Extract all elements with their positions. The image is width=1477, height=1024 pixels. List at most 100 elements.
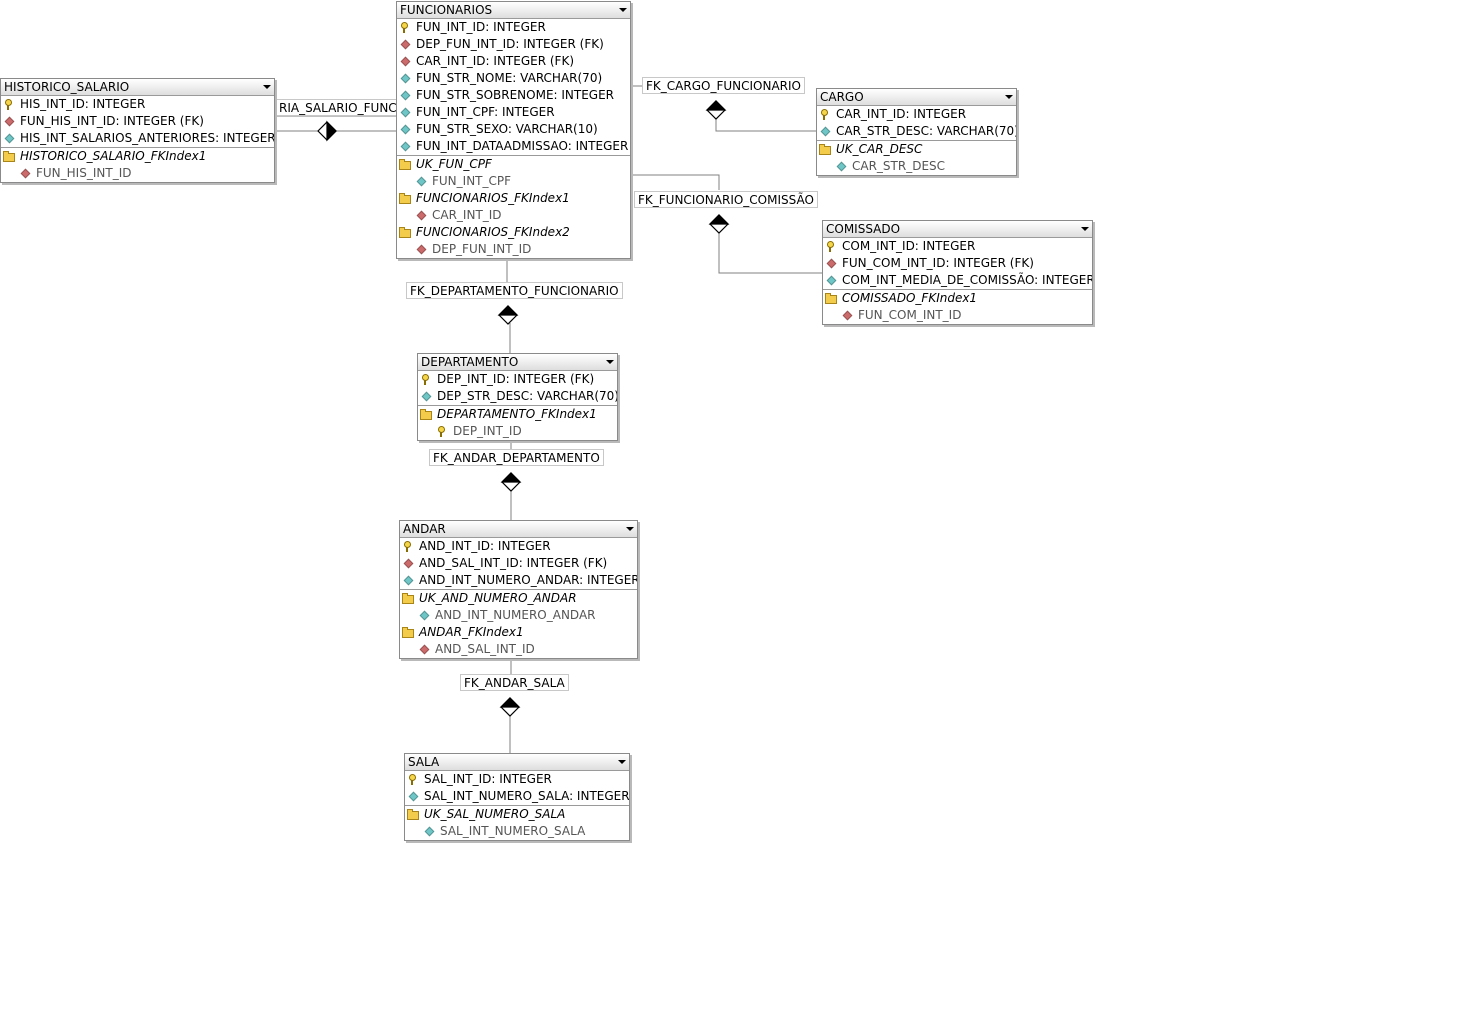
key-icon — [826, 238, 834, 253]
index-row[interactable]: UK_SAL_NUMERO_SALA — [405, 806, 629, 823]
index-column-row[interactable]: FUN_HIS_INT_ID — [1, 165, 274, 182]
column-row[interactable]: AND_INT_ID: INTEGER — [400, 538, 637, 555]
folder-icon — [818, 141, 834, 158]
table-historico-salario[interactable]: HISTORICO_SALARIO HIS_INT_ID: INTEGER FU… — [0, 78, 275, 183]
table-andar[interactable]: ANDAR AND_INT_ID: INTEGER AND_SAL_INT_ID… — [399, 520, 638, 659]
relationship-label-historia-salario[interactable]: RIA_SALARIO_FUNCIONARIO — [275, 99, 397, 116]
index-row[interactable]: UK_CAR_DESC — [817, 141, 1016, 158]
chevron-down-icon[interactable] — [263, 85, 271, 89]
table-header[interactable]: SALA — [405, 754, 629, 771]
chevron-down-icon[interactable] — [626, 527, 634, 531]
relationship-diamond-icon-departamento — [497, 305, 519, 325]
folder-icon — [406, 806, 422, 823]
fk-diamond-icon — [826, 255, 836, 272]
column-row[interactable]: CAR_STR_DESC: VARCHAR(70) — [817, 123, 1016, 140]
fk-diamond-icon — [416, 207, 426, 224]
index-column-row[interactable]: FUN_COM_INT_ID — [823, 307, 1092, 324]
column-row[interactable]: FUN_INT_CPF: INTEGER — [397, 104, 630, 121]
index-row[interactable]: HISTORICO_SALARIO_FKIndex1 — [1, 148, 274, 165]
chevron-down-icon[interactable] — [606, 360, 614, 364]
table-header[interactable]: COMISSADO — [823, 221, 1092, 238]
table-sala[interactable]: SALA SAL_INT_ID: INTEGER SAL_INT_NUMERO_… — [404, 753, 630, 841]
table-header[interactable]: HISTORICO_SALARIO — [1, 79, 274, 96]
column-diamond-icon — [400, 104, 410, 121]
column-row[interactable]: FUN_INT_ID: INTEGER — [397, 19, 630, 36]
column-row[interactable]: HIS_INT_ID: INTEGER — [1, 96, 274, 113]
column-row[interactable]: FUN_INT_DATAADMISSAO: INTEGER — [397, 138, 630, 155]
index-column-row[interactable]: AND_INT_NUMERO_ANDAR — [400, 607, 637, 624]
column-diamond-icon — [400, 87, 410, 104]
index-column-row[interactable]: DEP_INT_ID — [418, 423, 617, 440]
columns-section: AND_INT_ID: INTEGER AND_SAL_INT_ID: INTE… — [400, 538, 637, 590]
indexes-section: UK_AND_NUMERO_ANDAR AND_INT_NUMERO_ANDAR… — [400, 590, 637, 658]
relationship-label-andar-departamento[interactable]: FK_ANDAR_DEPARTAMENTO — [429, 449, 604, 466]
table-comissado[interactable]: COMISSADO COM_INT_ID: INTEGER FUN_COM_IN… — [822, 220, 1093, 325]
table-header[interactable]: FUNCIONARIOS — [397, 2, 630, 19]
chevron-down-icon[interactable] — [1081, 227, 1089, 231]
fk-diamond-icon — [842, 307, 852, 324]
relationship-diamond-icon-historico — [317, 120, 337, 142]
table-departamento[interactable]: DEPARTAMENTO DEP_INT_ID: INTEGER (FK) DE… — [417, 353, 618, 441]
column-row[interactable]: DEP_INT_ID: INTEGER (FK) — [418, 371, 617, 388]
relationship-diamond-icon-andar-departamento — [500, 472, 522, 492]
connector-funcionario-comissado — [631, 174, 720, 190]
column-diamond-icon — [403, 572, 413, 589]
index-column-row[interactable]: FUN_INT_CPF — [397, 173, 630, 190]
index-row[interactable]: COMISSADO_FKIndex1 — [823, 290, 1092, 307]
table-header[interactable]: DEPARTAMENTO — [418, 354, 617, 371]
column-diamond-icon — [421, 388, 431, 405]
column-row[interactable]: SAL_INT_ID: INTEGER — [405, 771, 629, 788]
index-column-row[interactable]: DEP_FUN_INT_ID — [397, 241, 630, 258]
index-column-row[interactable]: AND_SAL_INT_ID — [400, 641, 637, 658]
column-row[interactable]: AND_SAL_INT_ID: INTEGER (FK) — [400, 555, 637, 572]
column-row[interactable]: HIS_INT_SALARIOS_ANTERIORES: INTEGER — [1, 130, 274, 147]
key-icon — [403, 538, 411, 553]
columns-section: FUN_INT_ID: INTEGER DEP_FUN_INT_ID: INTE… — [397, 19, 630, 156]
table-funcionarios[interactable]: FUNCIONARIOS FUN_INT_ID: INTEGER DEP_FUN… — [396, 1, 631, 259]
index-column-row[interactable]: CAR_STR_DESC — [817, 158, 1016, 175]
index-column-row[interactable]: CAR_INT_ID — [397, 207, 630, 224]
chevron-down-icon[interactable] — [619, 8, 627, 12]
column-row[interactable]: FUN_STR_SOBRENOME: INTEGER — [397, 87, 630, 104]
column-row[interactable]: CAR_INT_ID: INTEGER — [817, 106, 1016, 123]
column-row[interactable]: FUN_STR_NOME: VARCHAR(70) — [397, 70, 630, 87]
folder-icon — [398, 224, 414, 241]
index-row[interactable]: DEPARTAMENTO_FKIndex1 — [418, 406, 617, 423]
relationship-label-departamento-funcionario[interactable]: FK_DEPARTAMENTO_FUNCIONARIO — [406, 282, 623, 299]
column-row[interactable]: FUN_HIS_INT_ID: INTEGER (FK) — [1, 113, 274, 130]
index-row[interactable]: ANDAR_FKIndex1 — [400, 624, 637, 641]
columns-section: SAL_INT_ID: INTEGER SAL_INT_NUMERO_SALA:… — [405, 771, 629, 806]
column-row[interactable]: SAL_INT_NUMERO_SALA: INTEGER — [405, 788, 629, 805]
index-row[interactable]: UK_FUN_CPF — [397, 156, 630, 173]
table-title: CARGO — [820, 90, 864, 104]
table-title: ANDAR — [403, 522, 446, 536]
key-icon — [437, 423, 445, 438]
index-row[interactable]: FUNCIONARIOS_FKIndex2 — [397, 224, 630, 241]
relationship-label-cargo-funcionario[interactable]: FK_CARGO_FUNCIONARIO — [642, 77, 805, 94]
column-row[interactable]: COM_INT_MEDIA_DE_COMISSÃO: INTEGER — [823, 272, 1092, 289]
column-row[interactable]: FUN_STR_SEXO: VARCHAR(10) — [397, 121, 630, 138]
fk-diamond-icon — [400, 53, 410, 70]
chevron-down-icon[interactable] — [1005, 95, 1013, 99]
table-header[interactable]: ANDAR — [400, 521, 637, 538]
table-header[interactable]: CARGO — [817, 89, 1016, 106]
column-row[interactable]: DEP_STR_DESC: VARCHAR(70) — [418, 388, 617, 405]
column-row[interactable]: COM_INT_ID: INTEGER — [823, 238, 1092, 255]
index-row[interactable]: FUNCIONARIOS_FKIndex1 — [397, 190, 630, 207]
fk-diamond-icon — [416, 241, 426, 258]
column-row[interactable]: FUN_COM_INT_ID: INTEGER (FK) — [823, 255, 1092, 272]
column-row[interactable]: AND_INT_NUMERO_ANDAR: INTEGER — [400, 572, 637, 589]
chevron-down-icon[interactable] — [618, 760, 626, 764]
indexes-section: HISTORICO_SALARIO_FKIndex1 FUN_HIS_INT_I… — [1, 148, 274, 182]
relationship-label-funcionario-comissao[interactable]: FK_FUNCIONARIO_COMISSÃO — [634, 191, 818, 208]
column-row[interactable]: CAR_INT_ID: INTEGER (FK) — [397, 53, 630, 70]
table-cargo[interactable]: CARGO CAR_INT_ID: INTEGER CAR_STR_DESC: … — [816, 88, 1017, 176]
key-icon — [820, 106, 828, 121]
index-row[interactable]: UK_AND_NUMERO_ANDAR — [400, 590, 637, 607]
column-diamond-icon — [416, 173, 426, 190]
key-icon — [408, 771, 416, 786]
column-row[interactable]: DEP_FUN_INT_ID: INTEGER (FK) — [397, 36, 630, 53]
column-diamond-icon — [400, 70, 410, 87]
index-column-row[interactable]: SAL_INT_NUMERO_SALA — [405, 823, 629, 840]
relationship-label-andar-sala[interactable]: FK_ANDAR_SALA — [460, 674, 569, 691]
